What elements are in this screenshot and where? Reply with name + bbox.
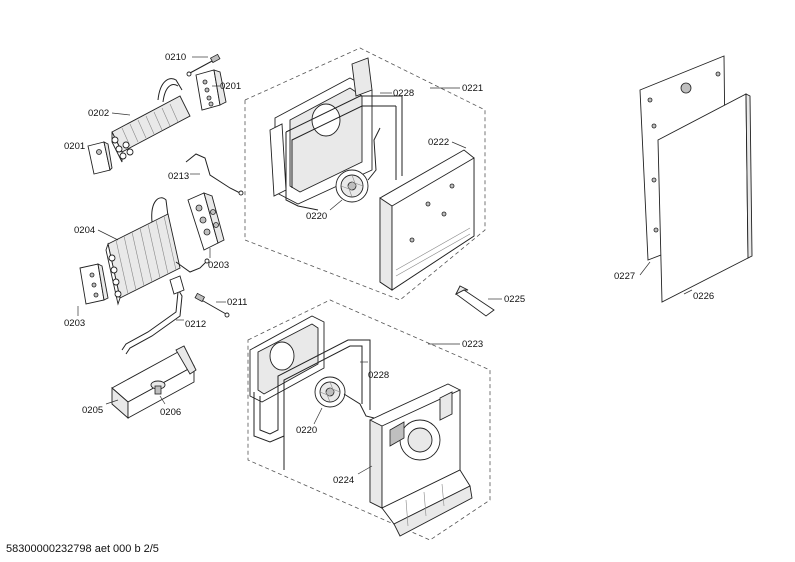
label-0210: 0210 <box>165 52 186 63</box>
label-0227: 0227 <box>614 271 635 282</box>
label-0206: 0206 <box>160 407 181 418</box>
part-fan-shroud-lower[interactable] <box>249 315 325 403</box>
part-0201-block-top[interactable] <box>195 69 227 111</box>
label-0225: 0225 <box>504 294 525 305</box>
group-outline-0221 <box>244 47 486 301</box>
label-0211: 0211 <box>227 297 247 308</box>
part-0212-drain-pipe[interactable] <box>121 275 185 355</box>
document-footer-code: 58300000232798 aet 000 b 2/5 <box>6 543 159 555</box>
part-0201-block-left[interactable] <box>87 141 113 175</box>
label-0213: 0213 <box>168 171 189 182</box>
label-0226: 0226 <box>693 291 714 302</box>
part-0211-sensor[interactable] <box>194 292 230 318</box>
part-0228-heater-frame-upper[interactable] <box>285 95 403 211</box>
part-0204-evaporator[interactable] <box>105 197 210 306</box>
part-0203-bracket-right[interactable] <box>187 192 225 251</box>
group-outline-0223 <box>247 299 491 541</box>
label-0201-left: 0201 <box>64 141 85 152</box>
label-0202: 0202 <box>88 108 109 119</box>
part-0222-evaporator-cover[interactable] <box>379 149 475 291</box>
label-0228-bottom: 0228 <box>368 370 389 381</box>
label-0204: 0204 <box>74 225 95 236</box>
part-0220-fan-lower[interactable] <box>314 376 375 419</box>
part-0206-drain-valve[interactable] <box>150 380 166 395</box>
part-0213-wire[interactable] <box>185 153 244 196</box>
part-0224-lower-cover[interactable] <box>369 383 473 537</box>
part-0225-bracket[interactable] <box>454 285 495 317</box>
part-0202-evaporator[interactable] <box>111 78 191 163</box>
label-0212: 0212 <box>185 319 206 330</box>
label-0205: 0205 <box>82 405 103 416</box>
label-0220-bottom: 0220 <box>296 425 317 436</box>
label-0224: 0224 <box>333 475 354 486</box>
part-0226-front-panel[interactable] <box>657 93 753 303</box>
label-0203-right: 0203 <box>208 260 229 271</box>
part-0210-sensor[interactable] <box>186 53 221 77</box>
label-0221: 0221 <box>462 83 483 94</box>
label-0203-left: 0203 <box>64 318 85 329</box>
label-0220-top: 0220 <box>306 211 327 222</box>
label-0223: 0223 <box>462 339 483 350</box>
label-0222: 0222 <box>428 137 449 148</box>
label-0201-top: 0201 <box>220 81 241 92</box>
part-0203-bracket-left[interactable] <box>79 263 109 305</box>
part-0228-heater-frame-lower[interactable] <box>253 339 371 470</box>
label-0228-top: 0228 <box>393 88 414 99</box>
part-0220-fan-upper[interactable] <box>335 127 381 203</box>
